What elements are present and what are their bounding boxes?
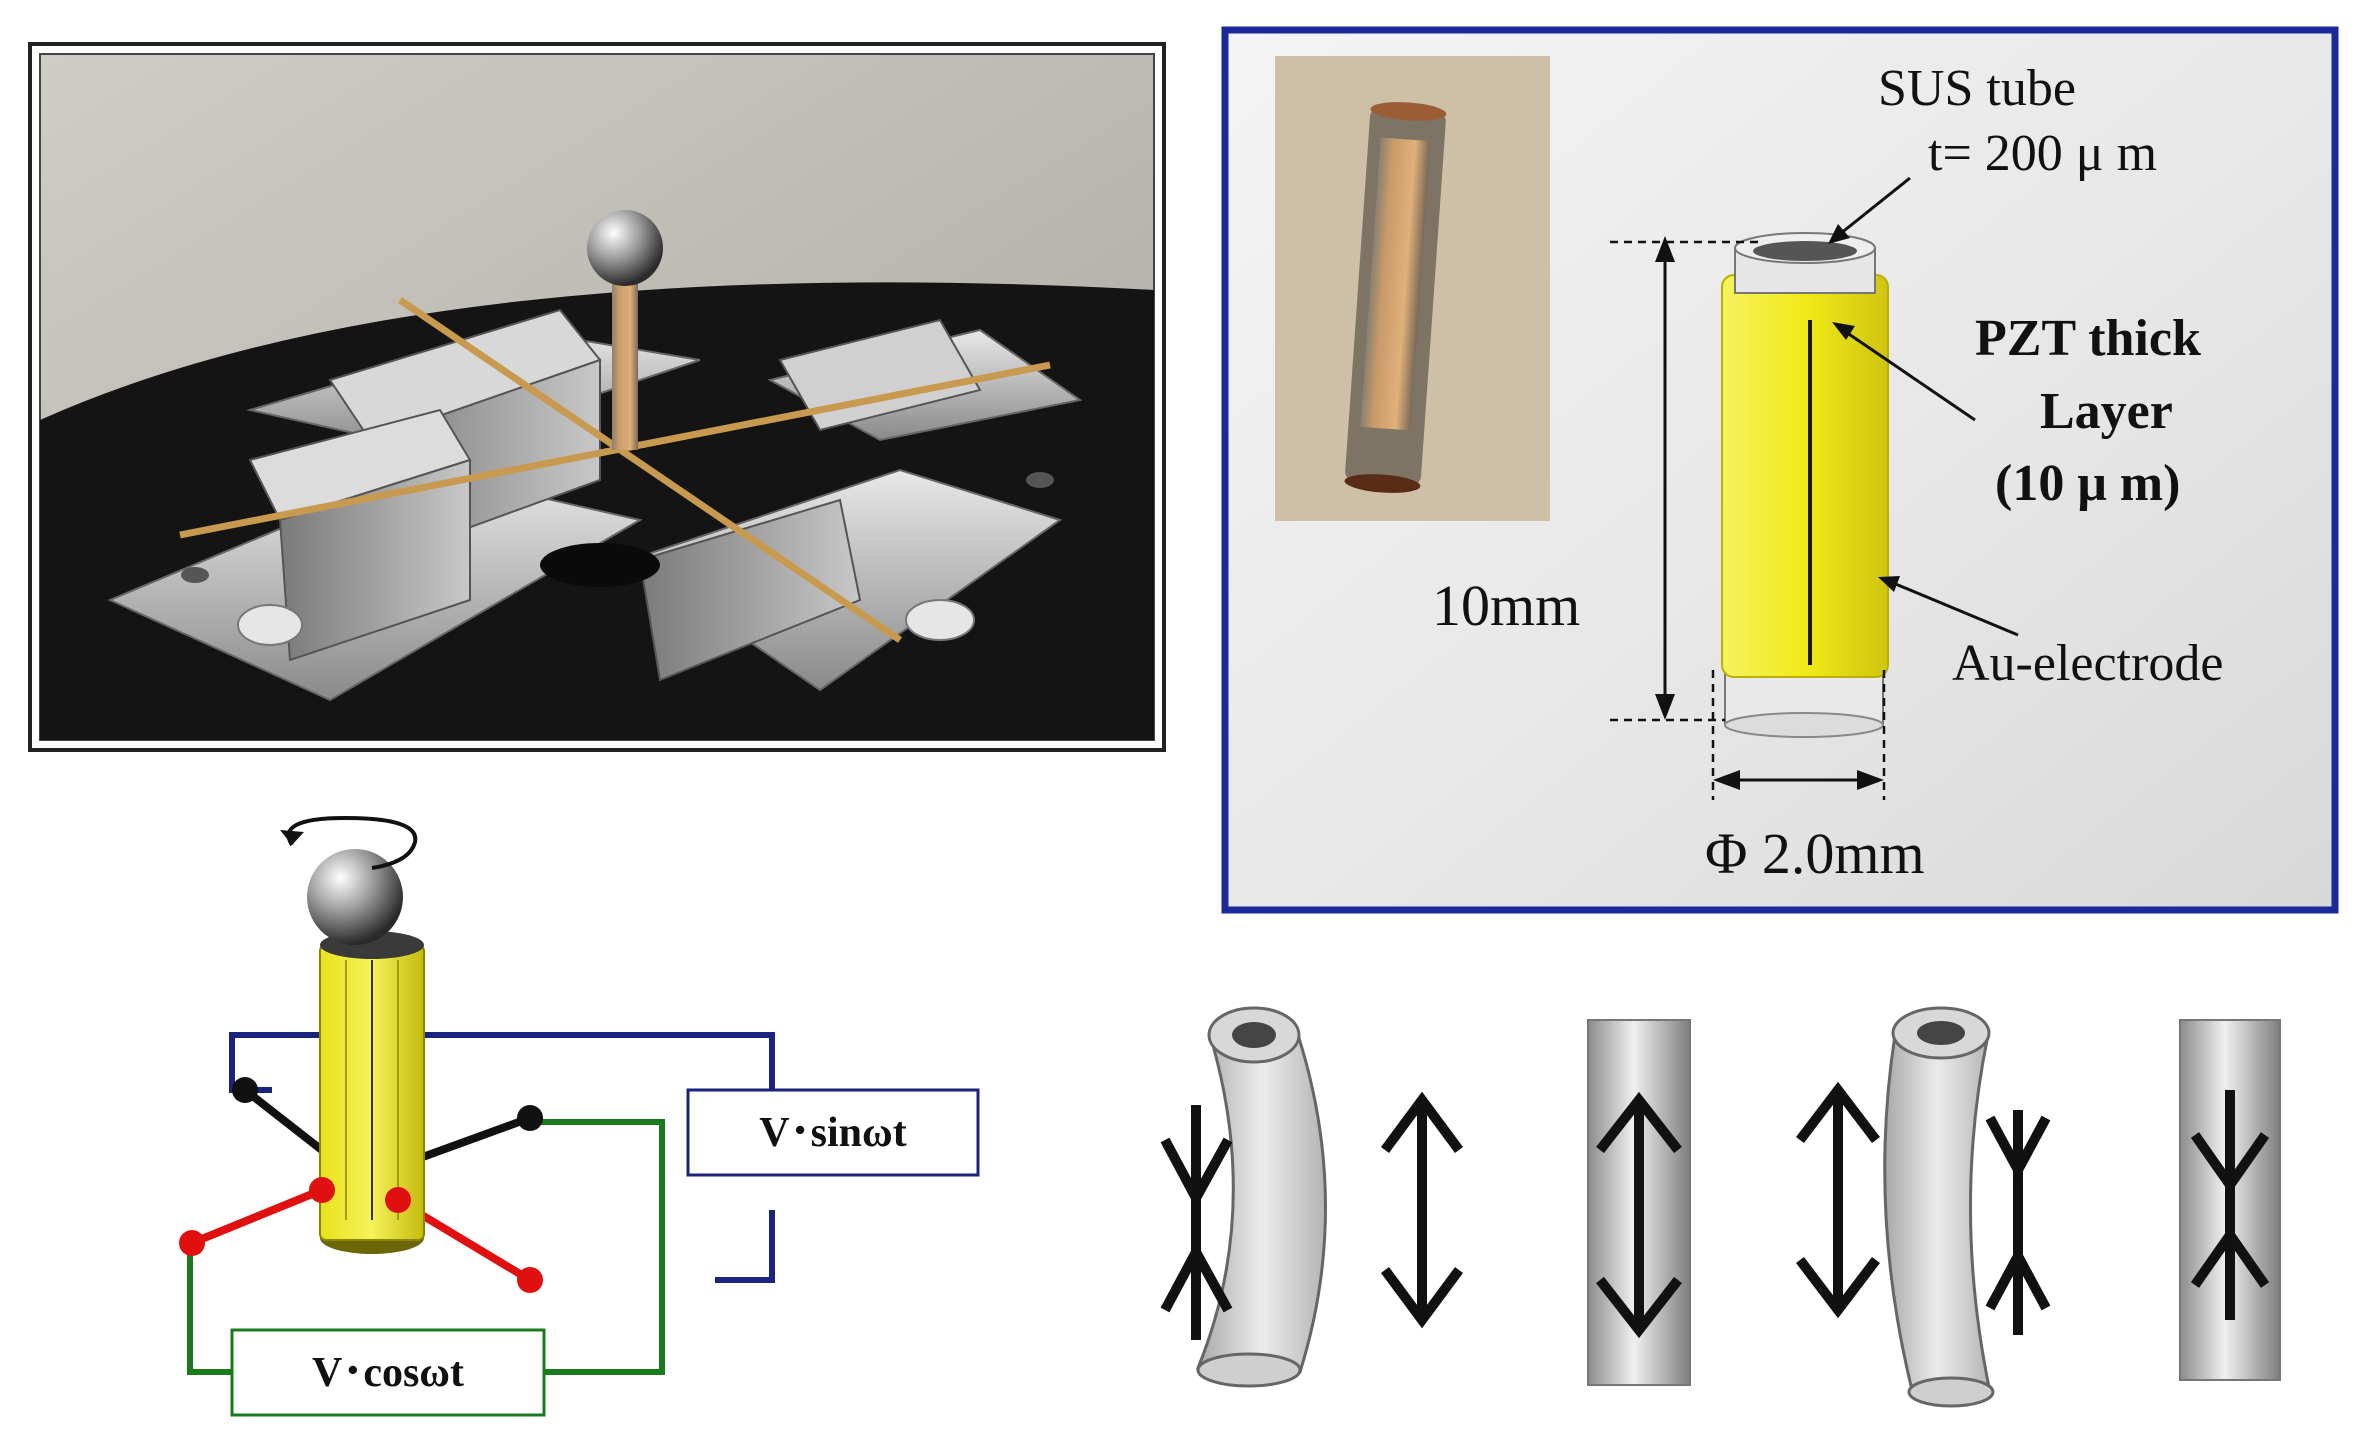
straight-tube-2: [2179, 1019, 2281, 1381]
label-electrode: Au-electrode: [1952, 635, 2223, 692]
rotation-arrow-icon: [286, 815, 418, 870]
pzt-layer: [1721, 274, 1889, 678]
double-arrow-2: [1796, 1081, 1880, 1319]
bent-tube-right: [1883, 1006, 2051, 1408]
tube-drawing: [1721, 232, 1889, 738]
label-sus-tube: SUS tube: [1878, 60, 2076, 117]
double-arrow-1: [1380, 1091, 1464, 1329]
label-length: 10mm: [1432, 573, 1580, 638]
cos-source-label: V･cosωt: [312, 1350, 464, 1396]
straight-tube-1: [1587, 1019, 1691, 1386]
sin-source-label: V･sinωt: [759, 1110, 906, 1156]
stage-photo: [28, 42, 1166, 752]
label-diameter: Φ 2.0mm: [1705, 821, 1925, 886]
tube-photo-sample: [1344, 102, 1447, 493]
label-pzt-line3: (10 μ m): [1995, 455, 2180, 512]
sin-source-box: [686, 1088, 980, 1177]
deformation-modes: [1160, 1006, 2281, 1408]
label-pzt-line2: Layer: [2040, 383, 2173, 440]
tube-spec-panel: SUS tube t= 200 μ m PZT thick Layer (10 …: [1221, 26, 2339, 914]
bent-tube-left: [1160, 1006, 1327, 1388]
label-thickness: t= 200 μ m: [1928, 125, 2157, 182]
drive-circuit: V･sinωt V･cosωt: [179, 815, 980, 1417]
cos-source-box: [230, 1328, 546, 1417]
label-pzt-line1: PZT thick: [1975, 310, 2201, 367]
rotor-ball: [307, 849, 403, 945]
